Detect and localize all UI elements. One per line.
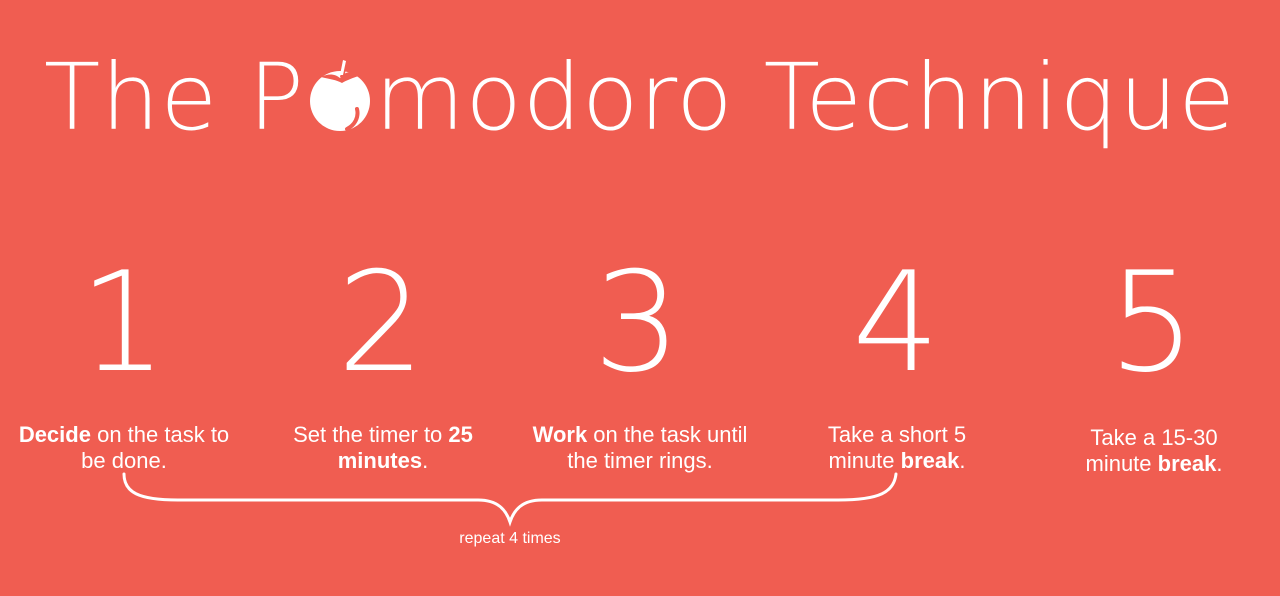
step-2-period: . — [422, 448, 429, 473]
step-3-number: 3 — [593, 242, 681, 403]
page-title: The P modoro Technique — [0, 38, 1280, 158]
step-4-period: . — [959, 448, 966, 473]
step-5-keyword: break — [1157, 451, 1217, 476]
step-4-text: Take a short 5 minute — [827, 422, 967, 473]
step-5-text: Take a 15-30 minute — [1085, 425, 1218, 476]
step-3-keyword: Work — [532, 422, 588, 447]
step-1-number: 1 — [79, 242, 167, 403]
step-2-number: 2 — [337, 242, 425, 403]
step-4-description: Take a short 5 minute break. — [801, 422, 993, 474]
step-5-period: . — [1216, 451, 1223, 476]
repeat-label: repeat 4 times — [459, 530, 561, 547]
step-3-text: on the task until the timer rings. — [567, 422, 748, 473]
step-1-keyword: Decide — [18, 422, 91, 447]
step-2-keyword: 25 minutes — [337, 422, 473, 473]
step-5-number: 5 — [1108, 242, 1196, 403]
tomato-icon — [309, 60, 370, 131]
step-1-text: on the task to be done. — [81, 422, 230, 473]
step-2-text: Set the timer to — [293, 422, 449, 447]
step-4-number: 4 — [852, 242, 940, 403]
title-text-end: modoro Technique — [374, 44, 1236, 151]
step-3-description: Work on the task until the timer rings. — [520, 422, 760, 474]
repeat-brace — [122, 472, 898, 527]
step-1-description: Decide on the task to be done. — [4, 422, 244, 474]
title-text-start: The P — [43, 44, 305, 151]
step-2-description: Set the timer to 25 minutes. — [263, 422, 503, 474]
step-5-description: Take a 15-30 minute break. — [1064, 425, 1244, 477]
step-4-keyword: break — [900, 448, 960, 473]
